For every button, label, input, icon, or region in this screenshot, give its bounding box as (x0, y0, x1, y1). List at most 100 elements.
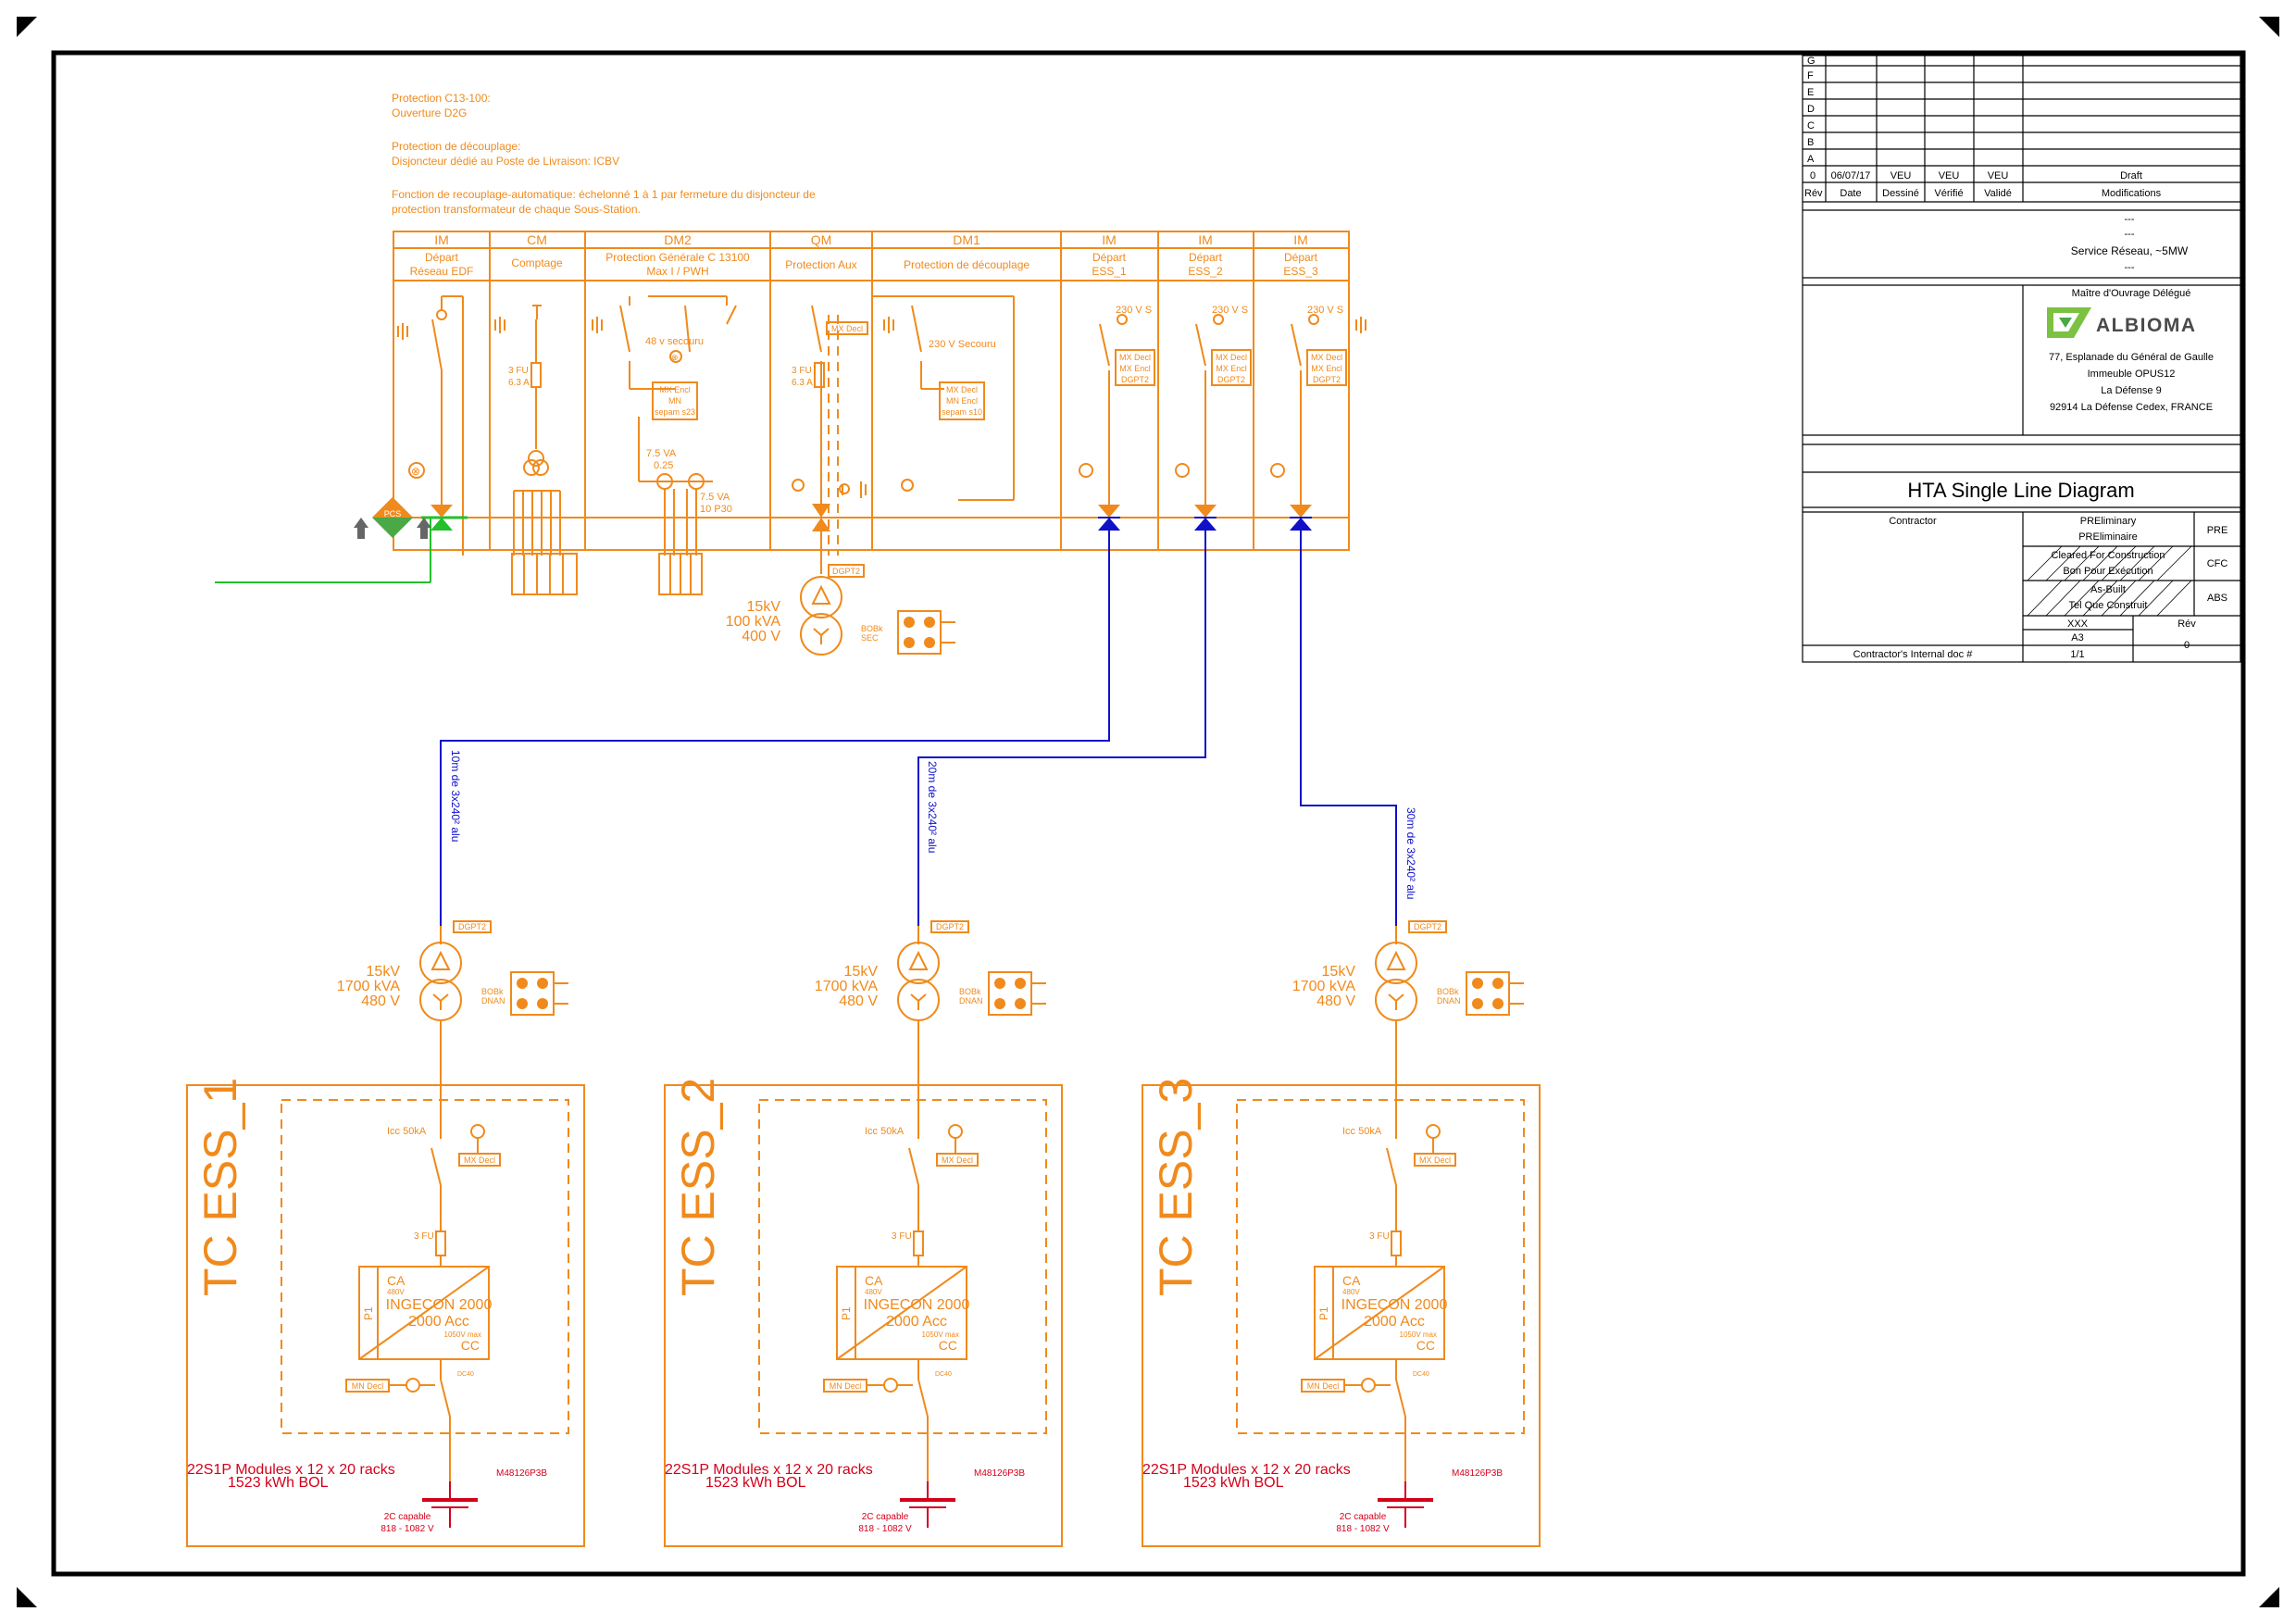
cell-name-dm2-1: Protection Générale C 13100 (605, 251, 750, 264)
qm-dgpt2: DGPT2 (832, 567, 860, 576)
rev-header-date: Date (1840, 188, 1861, 199)
rev0-date: 06/07/17 (1831, 170, 1871, 181)
status-cfc-en: Cleared For Construction (2052, 550, 2165, 561)
ess-pcs-ingecon (358, 1266, 490, 1360)
aux-tr-kv: 15kV (747, 599, 781, 615)
ess-tr-kva: 1700 kVA (1292, 979, 1356, 994)
arrow-up-icon (354, 518, 368, 539)
ess-battery-capability: 2C capable (384, 1512, 431, 1522)
ess-tr-kv: 15kV (1322, 964, 1356, 980)
ess-mx-decl: MX Decl (464, 1156, 495, 1165)
aux-tr-kva: 100 kVA (726, 614, 781, 630)
ess-battery-modules: 22S1P Modules x 12 x 20 racks (187, 1462, 395, 1478)
ess2-230vs: 230 V S (1212, 305, 1248, 316)
dm1-protection-decouplage: 230 V Secouru MX Decl MN Encl sepam s10 (872, 295, 1015, 501)
ess-bobk: BOBk (481, 987, 504, 996)
ess-battery-voltage: 818 - 1082 V (381, 1524, 434, 1534)
ess3-230vs: 230 V S (1307, 305, 1343, 316)
ess-pcs-cc: CC (939, 1338, 957, 1353)
ess-pcs-acc: 2000 Acc (1364, 1314, 1425, 1330)
dm1-230v-label: 230 V Secouru (929, 339, 996, 350)
mv-cables: 10m de 3x240² alu 20m de 3x240² alu 30m … (440, 531, 1417, 926)
ess-mn-decl: MN Decl (352, 1381, 384, 1391)
ess-battery-voltage: 818 - 1082 V (1336, 1524, 1390, 1534)
ess-pcs-480v: 480V (1342, 1288, 1360, 1296)
ess-pcs-cc: CC (1416, 1338, 1435, 1353)
sheet-border (51, 50, 2246, 1577)
rev-header-modifications: Modifications (2102, 188, 2162, 199)
ess-dnan: DNAN (481, 996, 505, 1006)
rev-letter-f: F (1807, 70, 1814, 81)
cell-name-im-ess1-1: Départ (1092, 251, 1127, 264)
ess-transformer-primary (419, 942, 462, 984)
qm-fuse-rating: 6.3 A (792, 378, 813, 388)
ess-pcs-1050v: 1050V max (444, 1330, 481, 1339)
ess-dgpt2: DGPT2 (458, 922, 486, 931)
owner-address-2: Immeuble OPUS12 (2088, 369, 2176, 380)
ess-pcs-ca: CA (865, 1273, 883, 1288)
rev-letter-g: G (1807, 56, 1816, 67)
ess-bobk: BOBk (1437, 987, 1459, 996)
ess-pcs-ingecon (1314, 1266, 1445, 1360)
rev-header-checked: Vérifié (1934, 188, 1963, 199)
cell-name-dm2-2: Max I / PWH (646, 265, 708, 278)
rev-letter-b: B (1807, 137, 1814, 148)
ess-pcs-ca: CA (1342, 1273, 1361, 1288)
ess-icc: Icc 50kA (865, 1126, 905, 1137)
corner-mark-tr (2259, 17, 2279, 37)
cell-code-im-ess1: IM (1102, 232, 1117, 247)
rev-header-drawn: Dessiné (1882, 188, 1919, 199)
ess-battery-capability: 2C capable (862, 1512, 909, 1522)
ess-pcs-p1: P1 (1317, 1306, 1330, 1320)
note-line-4: Disjoncteur dédié au Poste de Livraison:… (392, 155, 619, 168)
arrow-up-icon (417, 518, 431, 539)
ess-battery-voltage: 818 - 1082 V (858, 1524, 912, 1534)
ess1-dgpt2: DGPT2 (1121, 375, 1149, 384)
note-line-5: Fonction de recouplage-automatique: éche… (392, 188, 816, 201)
pcs-label: PCS (384, 509, 402, 518)
dm2-va1: 7.5 VA (646, 448, 677, 459)
project-line-3: --- (2125, 262, 2135, 273)
ess-enclosure (1142, 1084, 1541, 1547)
ess-battery-energy: 1523 kWh BOL (228, 1475, 329, 1491)
rev-letter-c: C (1807, 120, 1815, 131)
dm2-sepam: sepam s23 (655, 407, 695, 417)
ess-enclosure (186, 1084, 585, 1547)
ess1-mx-encl: MX Encl (1119, 364, 1151, 373)
status-cfc-code: CFC (2207, 558, 2228, 569)
rev0-validated: VEU (1988, 170, 2009, 181)
edf-incomer: PCS (215, 497, 468, 583)
contractor-label: Contractor (1889, 516, 1937, 527)
ess-name: TC ESS_3 (1150, 1078, 1202, 1296)
rev0-checked: VEU (1939, 170, 1960, 181)
ess-tr-v: 480 V (1316, 993, 1355, 1009)
svg-text:⊗: ⊗ (671, 353, 679, 362)
ess-tr-kva: 1700 kVA (815, 979, 879, 994)
drawing-title: HTA Single Line Diagram (1907, 479, 2134, 502)
ess3-mx-decl: MX Decl (1311, 353, 1342, 362)
ess-inner-enclosure (1236, 1099, 1525, 1434)
rev-letter-e: E (1807, 87, 1814, 98)
rev-label: Rév (2177, 618, 2196, 630)
ess-battery-ref: M48126P3B (496, 1468, 547, 1479)
ess3-mx-encl: MX Encl (1311, 364, 1342, 373)
cm-metering: 3 FU 6.3 A (494, 305, 578, 595)
cable-ess2 (917, 531, 1206, 926)
ess-tr-v: 480 V (839, 993, 878, 1009)
ess3-dgpt2: DGPT2 (1313, 375, 1341, 384)
cell-name-cm: Comptage (511, 256, 563, 269)
rev0-drawn: VEU (1890, 170, 1912, 181)
doc-number: XXX (2067, 618, 2089, 630)
ess-dgpt2: DGPT2 (1414, 922, 1441, 931)
owner-label: Maître d'Ouvrage Délégué (2072, 288, 2191, 299)
status-cfc-fr: Bon Pour Exécution (2063, 566, 2152, 577)
ess-mn-decl: MN Decl (1307, 1381, 1340, 1391)
owner-address-3: La Défense 9 (2101, 385, 2161, 396)
ess-battery-ref: M48126P3B (1452, 1468, 1503, 1479)
ess-pcs-acc: 2000 Acc (408, 1314, 469, 1330)
ess-bobk: BOBk (959, 987, 981, 996)
ess-pcs-p1: P1 (840, 1306, 853, 1320)
